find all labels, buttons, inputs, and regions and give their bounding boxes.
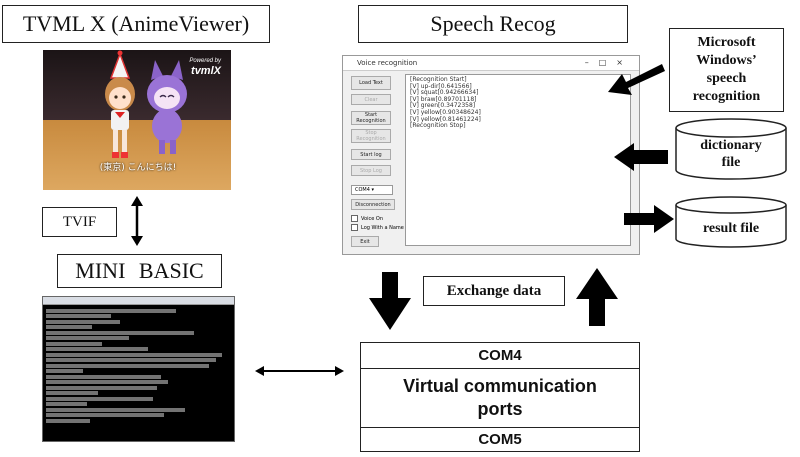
log-with-name-checkbox[interactable]: Log With a Name [351,224,404,231]
tvmlx-logo: Powered by tvmlX [189,56,221,77]
result-arrow [624,205,674,233]
anime-character-purple [147,60,187,154]
speech-recog-title-box: Speech Recog [358,5,628,43]
checkbox-box[interactable] [351,215,358,222]
load-text-button[interactable]: Load Text [351,76,391,90]
tvml-title: TVML X (AnimeViewer) [22,11,250,36]
checkbox-box[interactable] [351,224,358,231]
mini-basic-title: MINI BASIC [75,258,204,283]
window-title-bar: Voice recognition –□× [343,56,639,71]
dictionary-label-2: file [721,155,741,170]
dictionary-arrow [614,143,668,171]
tvif-box: TVIF [42,207,117,237]
com-double-arrow [255,366,344,376]
microsoft-line-3: speech [706,71,747,86]
stop-log-button[interactable]: Stop Log [351,165,391,176]
virtual-com-ports-block: COM4 Virtual communication ports COM5 [360,342,640,452]
window-title: Voice recognition [357,59,418,67]
stage-background [43,50,231,120]
logo-small-text: Powered by [189,58,221,64]
terminal-title-bar [43,297,234,305]
window-controls[interactable]: –□× [584,58,633,67]
result-file-label: result file [702,221,760,236]
com-port-select[interactable]: COM4 ▾ [351,185,393,195]
anime-viewer-screenshot: Powered by tvmlX [43,50,231,190]
tvif-double-arrow [131,196,143,246]
mini-basic-title-box: MINI BASIC [57,254,222,288]
start-log-button[interactable]: Start log [351,149,391,160]
virtual-ports-line-1: Virtual communication [403,376,597,396]
log-with-name-label: Log With a Name [361,224,404,231]
speech-recog-title: Speech Recog [430,11,556,36]
voice-on-label: Voice On [361,215,383,222]
virtual-ports-label: Virtual communication ports [361,371,639,425]
microsoft-line-1: Microsoft [697,35,756,50]
anime-character-girl [105,50,135,158]
terminal-output [43,305,234,426]
com-port-select-value: COM4 [355,187,370,193]
disconnection-button[interactable]: Disconnection [351,199,395,210]
result-file-cylinder: result file [675,196,787,248]
tvif-label: TVIF [62,213,97,230]
exchange-data-box: Exchange data [423,276,565,306]
stage-floor [43,120,231,190]
exchange-up-arrow [576,268,618,326]
mini-basic-terminal-screenshot [42,296,235,442]
recognition-log: [Recognition Start] [V] up-dir[0.641566]… [405,74,631,246]
exit-button[interactable]: Exit [351,236,379,247]
dictionary-label-1: dictionary [700,138,762,153]
virtual-ports-line-2: ports [477,399,523,419]
com4-label: COM4 [478,347,522,364]
exchange-down-arrow [369,272,411,330]
microsoft-box: Microsoft Windows’ speech recognition [669,28,784,112]
voice-recognition-window: Voice recognition –□× Load Text Clear St… [342,55,640,255]
start-recognition-button[interactable]: Start Recognition [351,111,391,125]
exchange-data-label: Exchange data [446,282,542,299]
logo-text: tvmlX [191,65,221,77]
voice-on-checkbox[interactable]: Voice On [351,215,383,222]
com5-label: COM5 [478,431,522,448]
microsoft-line-4: recognition [692,89,761,104]
stop-recognition-button[interactable]: Stop Recognition [351,129,391,143]
microsoft-arrow [608,64,665,95]
dictionary-file-cylinder: dictionary file [675,118,787,180]
anime-subtitle: (東京) こんにちは! [99,163,177,173]
clear-button[interactable]: Clear [351,94,391,105]
microsoft-line-2: Windows’ [696,53,757,68]
tvml-title-box: TVML X (AnimeViewer) [2,5,270,43]
